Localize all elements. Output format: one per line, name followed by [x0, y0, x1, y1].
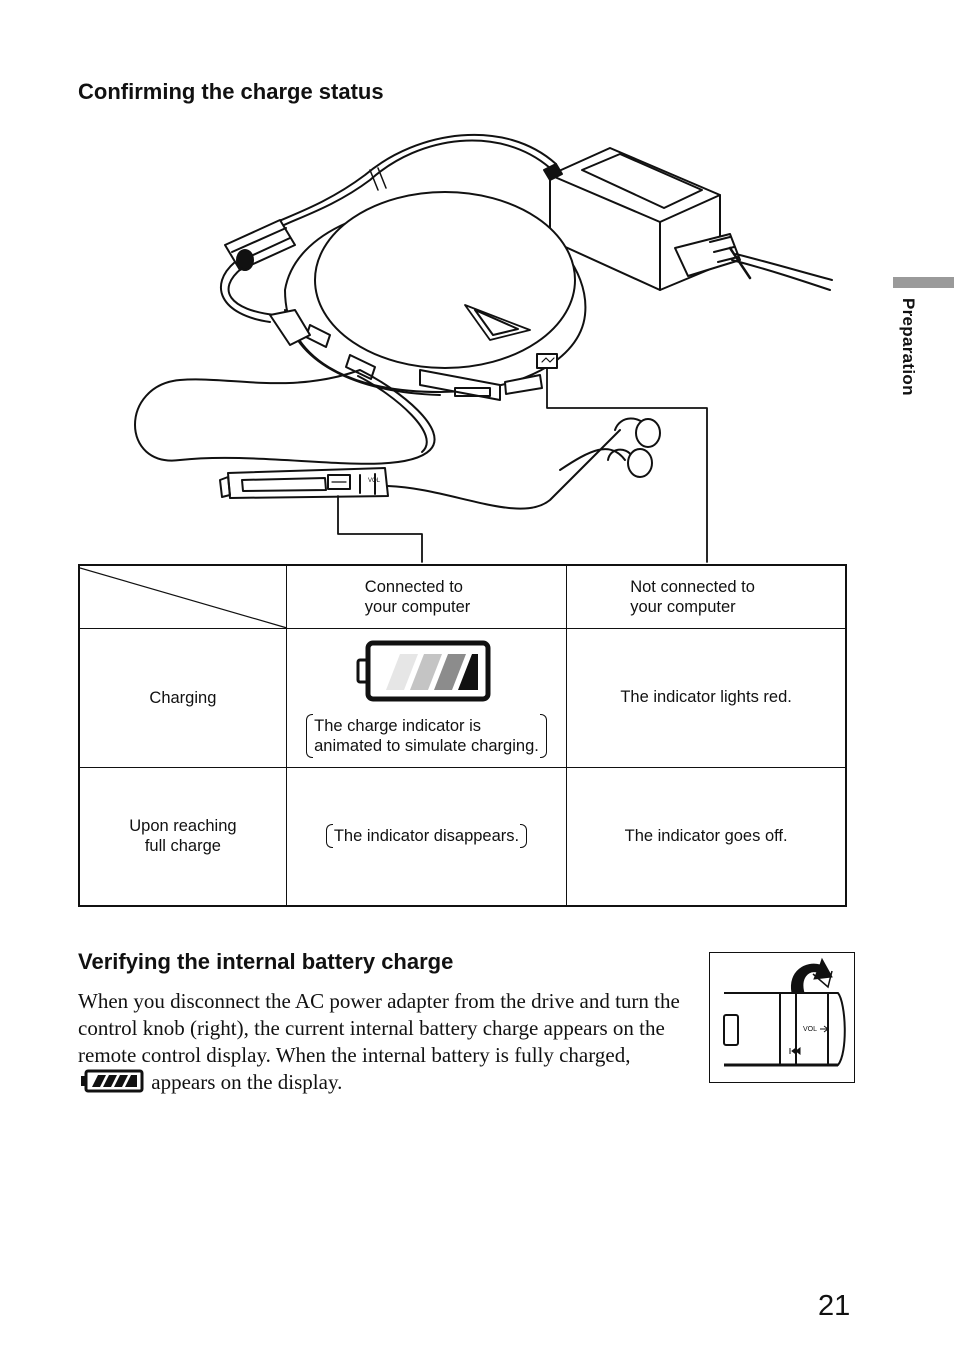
- row-label-full-charge: Upon reaching full charge: [78, 766, 287, 907]
- table-row: Charging The charge indicator is animate…: [78, 627, 847, 768]
- charging-connected-note: The charge indicator is animated to simu…: [306, 713, 547, 758]
- column-header-connected: Connected to your computer: [285, 564, 568, 629]
- row-label-charging-text: Charging: [149, 688, 217, 707]
- remote-vol-label: VOL: [368, 478, 381, 484]
- charging-not-connected-cell: The indicator lights red.: [566, 627, 847, 768]
- charging-connected-cell: The charge indicator is animated to simu…: [285, 627, 568, 768]
- curved-arrow-icon: [790, 957, 833, 994]
- full-charge-connected-cell: The indicator disappears.: [285, 766, 568, 907]
- charging-connected-note-line2: animated to simulate charging.: [314, 736, 539, 755]
- body-text-part2: appears on the display.: [151, 1070, 343, 1094]
- full-charge-not-connected-cell: The indicator goes off.: [566, 766, 847, 907]
- ac-adapter: [543, 147, 833, 291]
- charging-connected-note-line1: The charge indicator is: [314, 716, 482, 735]
- ferrite-core: [224, 219, 296, 271]
- page-number: 21: [818, 1290, 851, 1322]
- column-header-connected-line2: your computer: [364, 597, 471, 616]
- full-charge-connected-note-text: The indicator disappears.: [333, 827, 520, 846]
- row-label-full-charge-line1: Upon reaching: [129, 817, 237, 836]
- cd-drive: [284, 191, 587, 401]
- battery-full-icon: [81, 1069, 144, 1093]
- column-header-not-connected-line2: your computer: [630, 597, 736, 616]
- section-title-verify: Verifying the internal battery charge: [78, 949, 454, 974]
- table-header-row: Connected to your computer Not connected…: [78, 564, 847, 629]
- remote-control: [219, 467, 389, 499]
- column-header-not-connected-line1: Not connected to: [630, 577, 755, 596]
- body-text-part1: When you disconnect the AC power adapter…: [78, 989, 680, 1067]
- side-tab-label: Preparation: [899, 298, 918, 396]
- knob-vol-label: VOL: [803, 1026, 817, 1033]
- earphones: [607, 417, 661, 478]
- diagonal-line: [80, 567, 288, 629]
- section-title-confirm: Confirming the charge status: [78, 79, 384, 104]
- control-knob-figure: VOL: [709, 952, 855, 1083]
- row-label-charging: Charging: [78, 627, 287, 768]
- side-tab-bar: [893, 277, 954, 288]
- battery-charging-icon: [356, 640, 491, 701]
- column-header-connected-line1: Connected to: [364, 577, 463, 596]
- table-corner-cell: [78, 564, 288, 629]
- connection-diagram: VOL: [134, 133, 833, 563]
- row-label-full-charge-line2: full charge: [144, 837, 221, 856]
- column-header-not-connected: Not connected to your computer: [566, 564, 847, 629]
- full-charge-connected-note: The indicator disappears.: [325, 824, 528, 849]
- body-paragraph: When you disconnect the AC power adapter…: [78, 988, 703, 1096]
- table-row: Upon reaching full charge The indicator …: [78, 766, 847, 907]
- charge-status-table: Connected to your computer Not connected…: [78, 564, 847, 907]
